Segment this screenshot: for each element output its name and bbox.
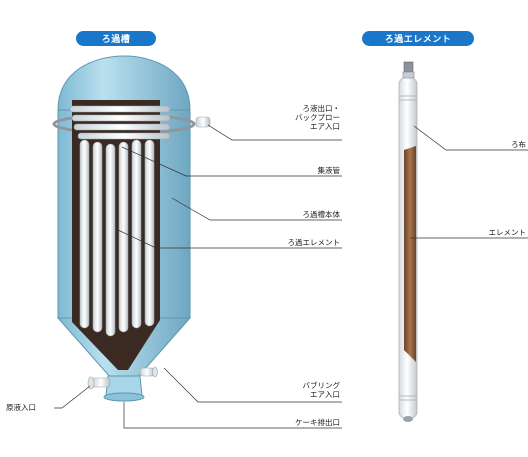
- element-section-header: ろ過エレメント: [362, 31, 474, 46]
- filter-cloth-cutaway: [404, 146, 416, 362]
- filter-tank: [52, 55, 211, 402]
- bubbling-air-inlet: [139, 366, 158, 378]
- element-left-label: ろ過エレメント: [287, 238, 341, 247]
- leader-lines-left: [54, 124, 342, 429]
- tank-body-label: ろ過槽本体: [302, 210, 341, 219]
- filter-cloth-label: ろ布: [511, 140, 526, 149]
- element-right-label: エレメント: [488, 228, 527, 237]
- backwash-inlet-label: ろ液出口・ バックプロー エア入口: [295, 104, 340, 131]
- raw-inlet-label: 原液入口: [6, 403, 36, 412]
- header-pipe-label: 集液管: [317, 166, 341, 175]
- filter-element: [398, 61, 418, 422]
- header-pipes: [69, 105, 211, 140]
- tank-dome: [57, 55, 191, 111]
- leader-lines-right: [410, 125, 528, 239]
- filter-element-tubes: [79, 139, 155, 337]
- bubbling-inlet-label: バブリング エア入口: [302, 381, 341, 399]
- raw-liquid-inlet: [87, 376, 111, 390]
- tank-section-header: ろ過槽: [76, 31, 156, 46]
- cake-outlet-label: ケーキ排出口: [295, 418, 340, 427]
